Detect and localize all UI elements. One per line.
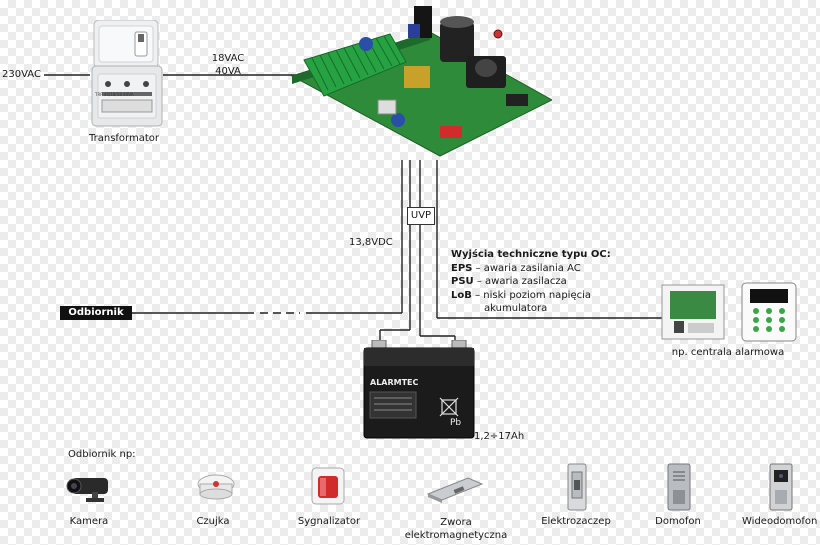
video-intercom-icon: [769, 463, 793, 511]
dip-switch: [440, 126, 462, 138]
mains-voltage-label: 230VAC: [2, 69, 41, 80]
alarm-panel-image: [661, 282, 797, 342]
electric-strike-icon: [567, 463, 587, 511]
receivers-title: Odbiornik np:: [68, 449, 136, 460]
detector-icon: [197, 474, 235, 500]
oc-output-lob-continuation: akumulatora: [484, 303, 548, 314]
alarm-panel-label: np. centrala alarmowa: [671, 347, 785, 358]
capacitor-blue: [359, 37, 373, 51]
camera-icon: [66, 478, 108, 502]
transformer-plate: TRP 40/18/18 40VA: [95, 92, 134, 97]
relay: [404, 66, 430, 88]
receiver-label-czujka: Czujka: [196, 516, 230, 527]
capacitor-large: [440, 22, 474, 62]
oc-outputs-description: Wyjścia techniczne typu OC: EPS – awaria…: [451, 248, 611, 316]
oc-output-eps: EPS – awaria zasilania AC: [451, 262, 581, 274]
dc-voltage-label: 13,8VDC: [349, 237, 393, 248]
transformer-output-label: 18VAC 40VA: [211, 53, 245, 77]
transformer-label: Transformator: [88, 133, 160, 144]
battery-capacity-label: 1,2÷17Ah: [474, 431, 525, 442]
receiver-label-domofon: Domofon: [655, 516, 701, 527]
power-supply-board: [290, 6, 552, 157]
oc-outputs-title: Wyjścia techniczne typu OC:: [451, 249, 611, 260]
receiver-label-elektrozaczep: Elektrozaczep: [541, 516, 611, 527]
receiver-label-kamera: Kamera: [69, 516, 109, 527]
battery-pb-label: Pb: [450, 418, 462, 428]
receiver-label-sygnalizator: Sygnalizator: [297, 516, 361, 527]
receiver-label-wideodomofon: Wideodomofon: [742, 516, 818, 527]
uvp-block: UVP: [407, 207, 435, 225]
receiver-block: Odbiornik: [60, 306, 132, 320]
siren-icon: [311, 467, 345, 505]
oc-output-lob: LoB – niski poziom napięcia: [451, 289, 591, 301]
intercom-icon: [667, 463, 691, 511]
battery-image: [363, 340, 475, 439]
battery-brand: ALARMTEC: [370, 378, 419, 387]
magnetic-lock-icon: [426, 477, 484, 503]
transformer-image: [91, 20, 163, 127]
oc-output-psu: PSU – awaria zasilacza: [451, 276, 567, 287]
